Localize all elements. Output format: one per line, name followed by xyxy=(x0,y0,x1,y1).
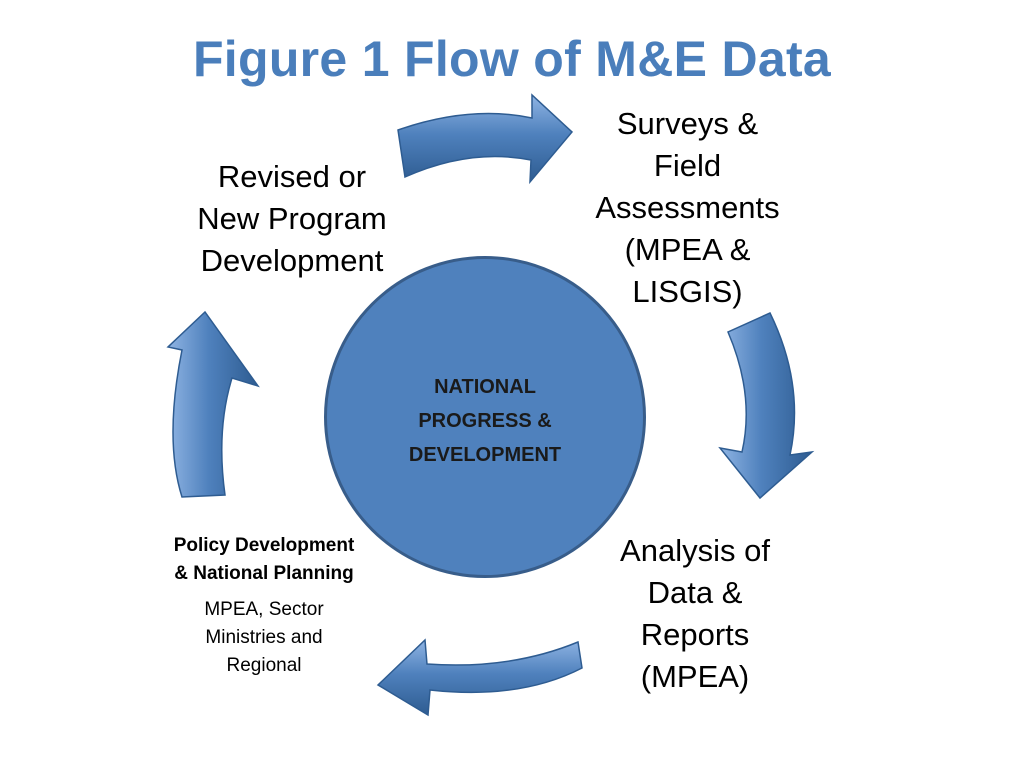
center-circle xyxy=(324,256,646,578)
node-revised-line: Revised or xyxy=(217,159,367,194)
node-policy-sub-line: Regional xyxy=(226,655,302,676)
node-analysis-line: Analysis of xyxy=(620,533,770,568)
node-revised-line: Development xyxy=(200,243,384,278)
node-policy-title: Policy Development & National Planning xyxy=(150,532,378,588)
node-surveys-line: (MPEA & xyxy=(624,232,751,267)
curved-arrow-up-icon xyxy=(166,310,260,498)
node-analysis-line: (MPEA) xyxy=(640,659,750,694)
node-surveys: Surveys & Field Assessments (MPEA & LISG… xyxy=(575,103,800,313)
center-label: NATIONAL PROGRESS & DEVELOPMENT xyxy=(324,370,646,472)
node-revised-line: New Program xyxy=(197,201,387,236)
node-surveys-line: Field xyxy=(653,148,722,183)
curved-arrow-left-icon xyxy=(376,638,583,717)
center-label-line: NATIONAL xyxy=(434,376,536,398)
node-policy: Policy Development & National Planning M… xyxy=(150,532,378,680)
node-analysis-line: Data & xyxy=(647,575,743,610)
node-surveys-line: LISGIS) xyxy=(632,274,743,309)
center-label-line: DEVELOPMENT xyxy=(408,444,562,466)
node-policy-sub-line: MPEA, Sector xyxy=(204,599,324,620)
node-surveys-line: Assessments xyxy=(595,190,780,225)
node-policy-title-line: Policy Development xyxy=(173,535,355,556)
node-policy-title-line: & National Planning xyxy=(174,563,354,584)
node-surveys-line: Surveys & xyxy=(616,106,759,141)
page-title: Figure 1 Flow of M&E Data xyxy=(192,31,832,87)
curved-arrow-right-icon xyxy=(397,93,574,185)
center-label-line: PROGRESS & xyxy=(418,410,552,432)
node-policy-subtitle: MPEA, Sector Ministries and Regional xyxy=(150,596,378,680)
node-analysis: Analysis of Data & Reports (MPEA) xyxy=(590,530,800,698)
node-revised: Revised or New Program Development xyxy=(178,156,406,282)
node-policy-sub-line: Ministries and xyxy=(205,627,323,648)
node-analysis-line: Reports xyxy=(640,617,750,652)
curved-arrow-down-icon xyxy=(718,312,815,500)
